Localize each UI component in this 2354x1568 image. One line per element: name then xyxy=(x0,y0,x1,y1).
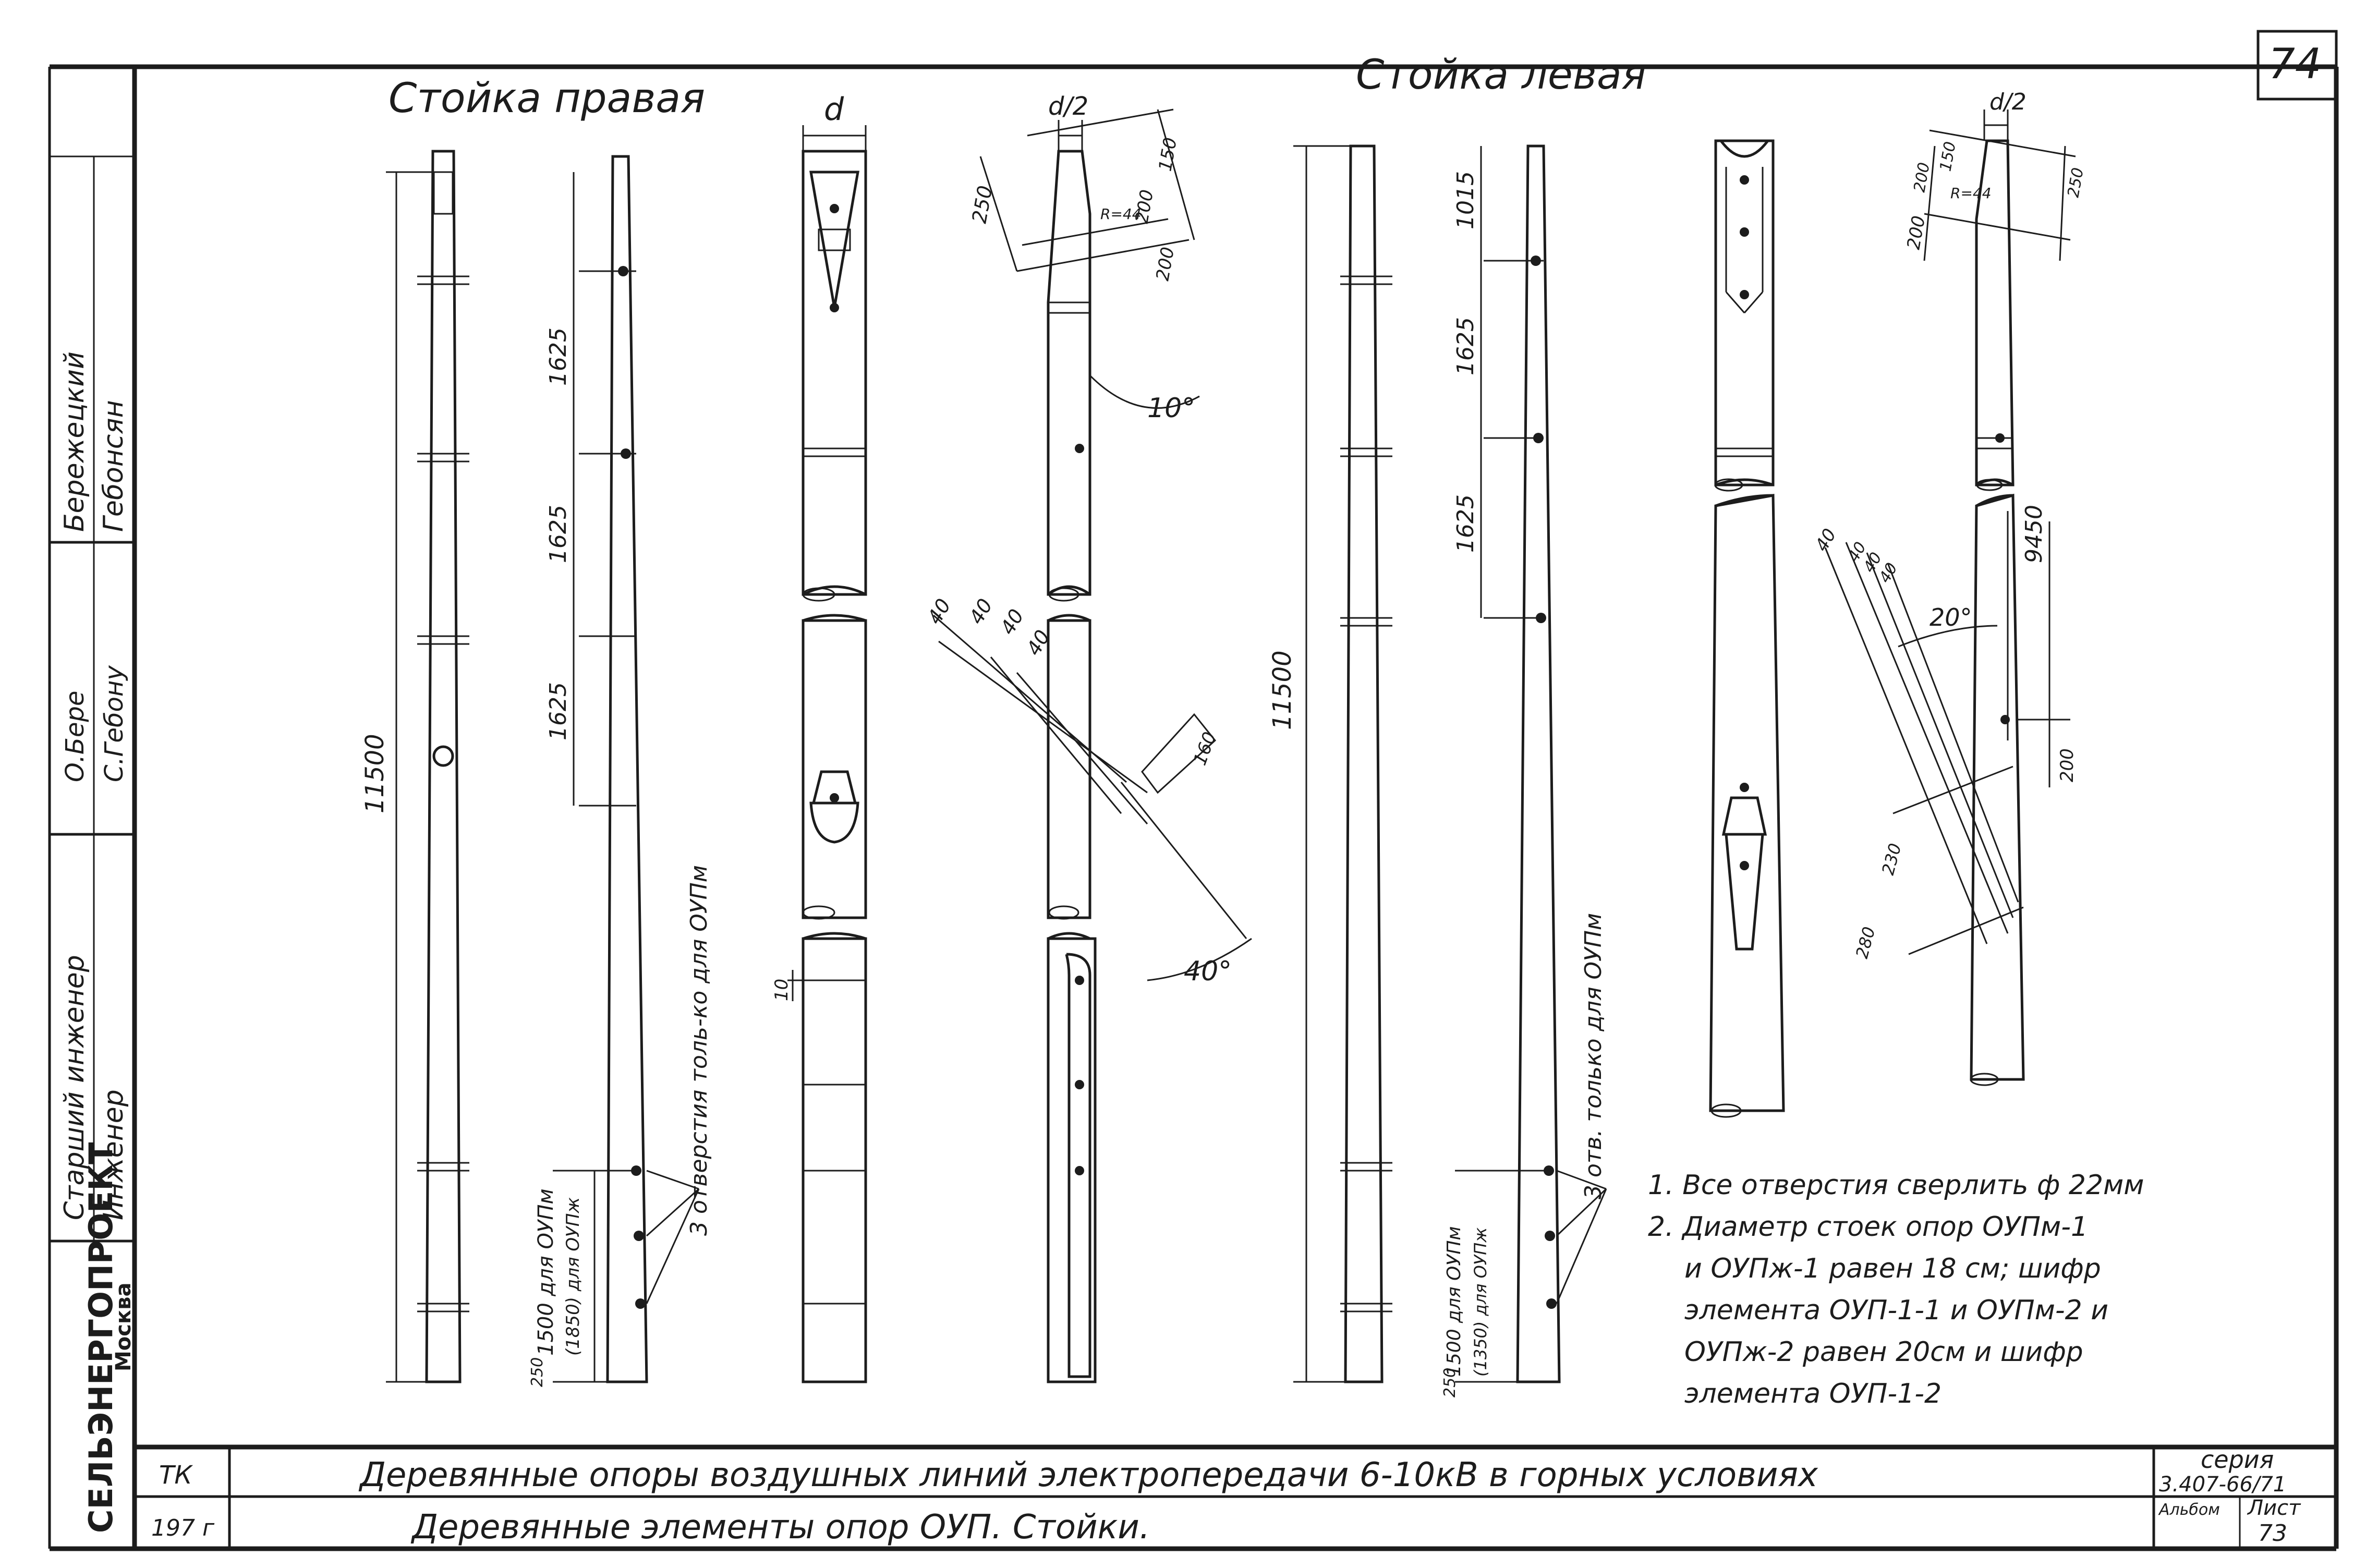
left-bottom-dim-2: (1350) для ОУПж xyxy=(1471,1227,1490,1377)
left-post-brace-detail xyxy=(1824,493,2070,1086)
note-line-2: 2. Диаметр стоек опор ОУПм-1 xyxy=(1648,1211,2088,1243)
stamp-role-2: Инженер xyxy=(98,1089,129,1220)
left-bottom-dim-6: 250 xyxy=(1441,1368,1459,1397)
stamp-role-1: Старший инженер xyxy=(59,955,90,1220)
left-note: 3 отв. только для ОУПм xyxy=(1580,913,1607,1199)
notes: 1. Все отверстия сверлить ф 22мм 2. Диам… xyxy=(1648,1170,2144,1409)
album-label: Альбом xyxy=(2158,1501,2220,1519)
note-line-1: 1. Все отверстия сверлить ф 22мм xyxy=(1648,1170,2144,1201)
left-post-detail-bottom xyxy=(1709,494,1785,1118)
right-top-symbol: d xyxy=(824,91,844,128)
right-brace-dim-2: 40 xyxy=(965,595,997,628)
right-post-elevation xyxy=(386,150,469,1383)
left-post-elevation xyxy=(1293,144,1392,1383)
note-line-6: элемента ОУП-1-2 xyxy=(1684,1378,1942,1409)
left-brace-angle: 20° xyxy=(1930,603,1972,631)
left-top-dim-5: R=44 xyxy=(1950,185,1992,202)
left-post-length: 11500 xyxy=(1268,650,1297,730)
left-brace-dim-1: 40 xyxy=(1811,525,1840,555)
right-brace-dim-4: 40 xyxy=(1022,626,1054,660)
right-brace-dim-5: 160 xyxy=(1190,729,1221,768)
right-bottom-dim-1: 1500 для ОУПм xyxy=(534,1188,558,1356)
left-bottom-dim-1: 1500 для ОУПм xyxy=(1443,1226,1465,1377)
left-side-dim-2: 230 xyxy=(1878,841,1906,877)
right-post-length: 11500 xyxy=(360,734,390,813)
stamp-name-2: Гебонсян xyxy=(98,400,129,532)
left-spacing-1: 1015 xyxy=(1452,171,1479,229)
title-main: Деревянные опоры воздушных линий электро… xyxy=(358,1456,1818,1494)
left-post-cut-top xyxy=(1923,110,2076,491)
stamp-signature-1: О.Бере xyxy=(60,691,90,783)
left-top-dim-2: 150 xyxy=(1936,140,1959,173)
title-left-post: Стойка левая xyxy=(1356,52,1646,99)
right-post-brace-detail xyxy=(933,614,1252,981)
stamp-signature-2: С.Гебону xyxy=(100,665,129,782)
right-post-cut-top xyxy=(979,108,1200,602)
left-side-dim-1: 200 xyxy=(2057,748,2078,782)
stamp-city: Москва xyxy=(112,1283,136,1371)
page-number: 74 xyxy=(2268,40,2322,88)
right-top-dim-1: 250 xyxy=(968,184,997,225)
right-top-dim-5: R=44 xyxy=(1100,205,1142,223)
series-label: серия xyxy=(2201,1445,2274,1474)
title-right-post: Стойка правая xyxy=(389,75,705,122)
stamp-org: СЕЛЬЭНЕРГОПРОЕКТ xyxy=(82,1142,120,1533)
right-brace-dim-1: 40 xyxy=(923,595,955,628)
note-line-3: и ОУПж-1 равен 18 см; шифр xyxy=(1684,1253,2101,1284)
left-top-half-symbol: d/2 xyxy=(1989,89,2027,115)
note-line-5: ОУПж-2 равен 20см и шифр xyxy=(1684,1336,2083,1368)
note-line-4: элемента ОУП-1-1 и ОУПм-2 и xyxy=(1684,1295,2108,1326)
right-note: 3 отверстия толь-ко для ОУПм xyxy=(686,865,712,1236)
right-bottom-dim-6: 250 xyxy=(528,1357,547,1387)
right-post-side-view xyxy=(553,155,700,1383)
left-top-dim-3: 250 xyxy=(2064,166,2087,199)
left-spacing-3: 1625 xyxy=(1452,494,1479,553)
right-cut-angle: 10° xyxy=(1147,393,1195,424)
sheet-value: 73 xyxy=(2258,1520,2287,1547)
right-post-detail-middle xyxy=(802,614,867,920)
right-bottom-dim-2: (1850) для ОУПж xyxy=(563,1197,584,1356)
right-post-detail-bottom xyxy=(787,932,867,1383)
stamp-name-1: Бережецкий xyxy=(59,351,90,532)
right-spacing-2: 1625 xyxy=(545,505,572,563)
side-stamp xyxy=(50,155,135,1243)
right-post-detail-top xyxy=(802,125,867,602)
left-post-detail-top xyxy=(1714,139,1775,492)
right-top-dim-4: 200 xyxy=(1152,246,1179,283)
right-small-dim: 10 xyxy=(771,979,792,1001)
left-long-dim: 9450 xyxy=(2021,505,2047,563)
right-spacing-3: 1625 xyxy=(545,682,572,740)
title-block xyxy=(135,1444,2336,1549)
right-brace-angle: 40° xyxy=(1184,956,1232,987)
right-top-half-symbol: d/2 xyxy=(1048,92,1088,121)
drawing-frame xyxy=(48,30,2339,1551)
right-top-dim-2: 150 xyxy=(1155,136,1181,173)
right-spacing-1: 1625 xyxy=(545,327,572,386)
title-sub: Деревянные элементы опор ОУП. Стойки. xyxy=(410,1508,1150,1547)
right-brace-dim-3: 40 xyxy=(996,605,1028,639)
series-value: 3.407-66/71 xyxy=(2159,1473,2286,1497)
left-spacing-2: 1625 xyxy=(1452,317,1479,375)
title-code-top: ТК xyxy=(159,1461,193,1490)
right-post-cut-bottom xyxy=(1047,932,1097,1383)
sheet-label: Лист xyxy=(2247,1496,2301,1520)
left-post-side-view xyxy=(1455,144,1607,1383)
left-side-dim-3: 280 xyxy=(1852,925,1879,961)
title-code-bottom: 197 г xyxy=(151,1515,215,1541)
